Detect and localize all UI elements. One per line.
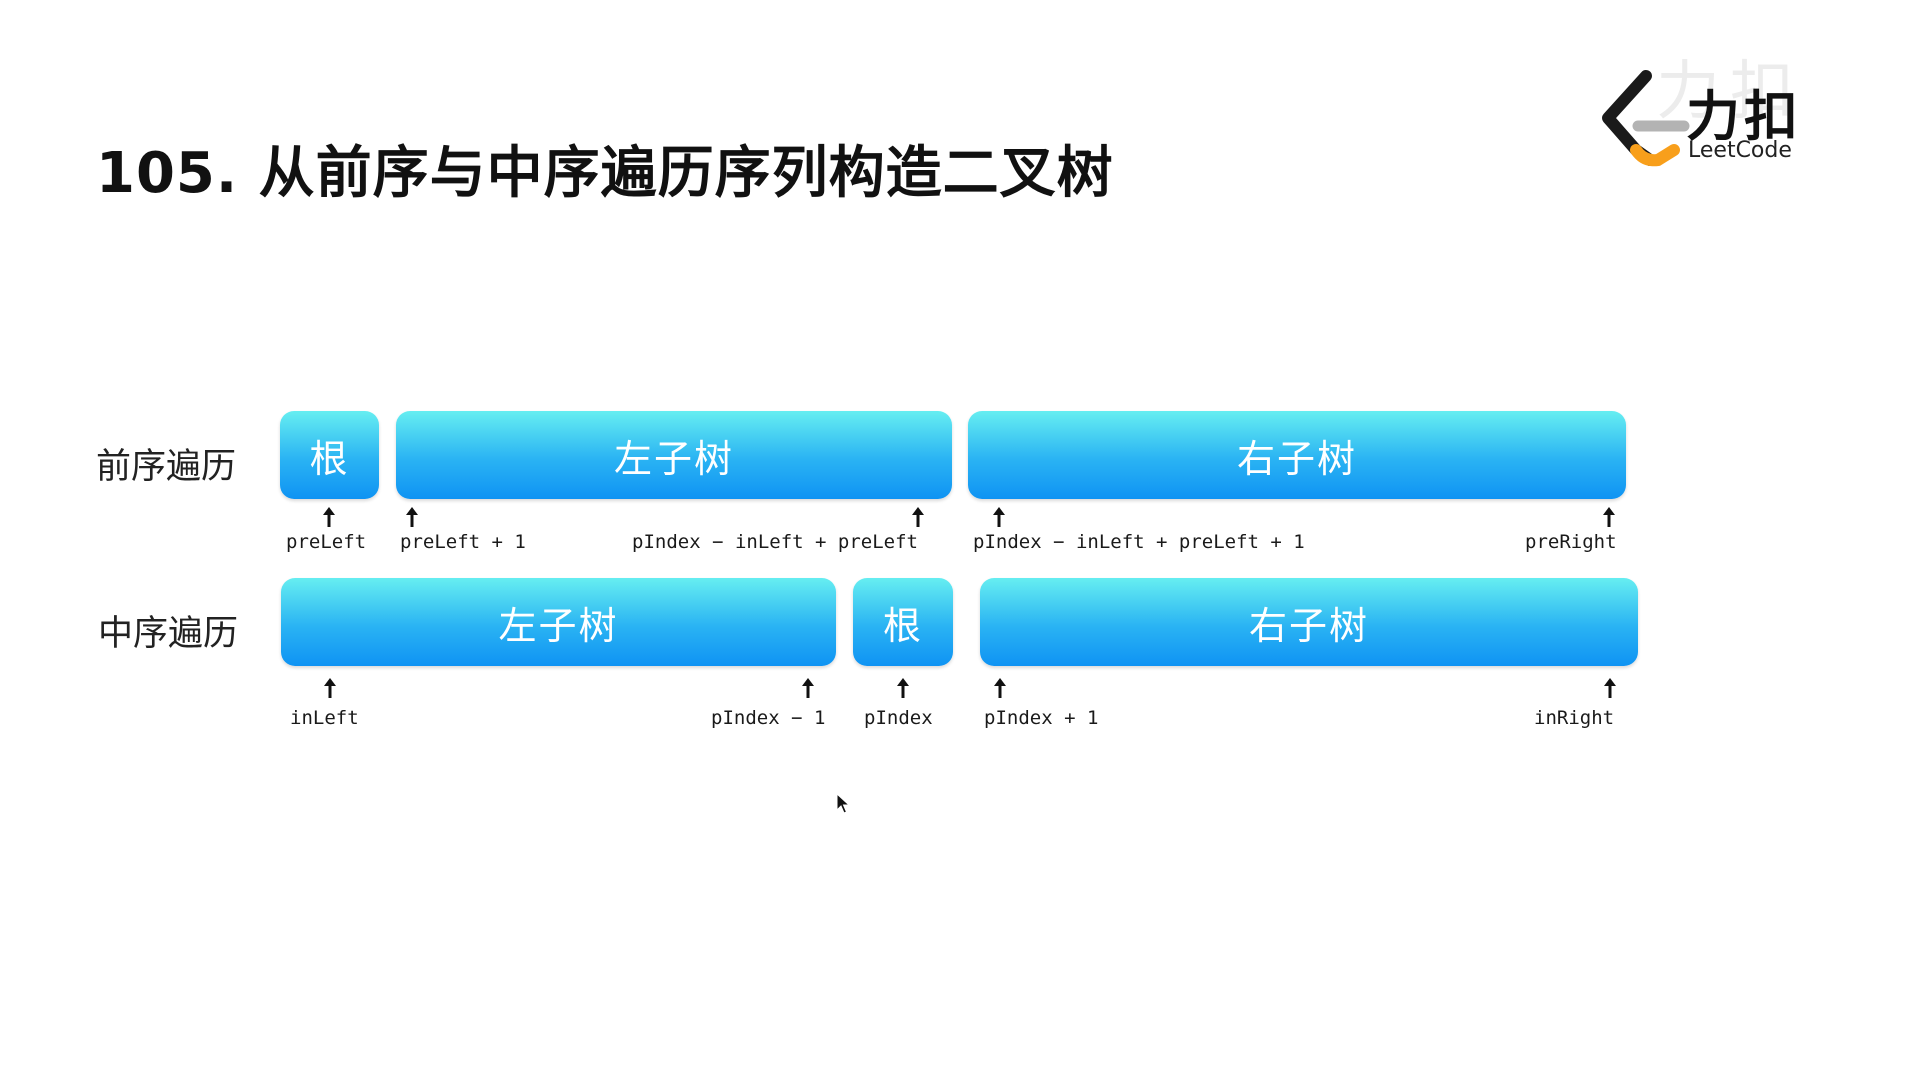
logo-text-en: LeetCode	[1688, 138, 1792, 163]
inorder-left-subtree-segment: 左子树	[281, 578, 836, 666]
arrow-up-icon	[802, 678, 814, 698]
pointer-label-preleft-plus-1: preLeft + 1	[400, 531, 526, 553]
preorder-root-segment: 根	[280, 411, 379, 499]
leetcode-logo-icon	[1602, 70, 1690, 167]
pointer-label-inleft: inLeft	[290, 707, 359, 729]
pointer-label-left-end: pIndex − inLeft + preLeft	[632, 531, 918, 553]
inorder-root-segment: 根	[853, 578, 953, 666]
inorder-right-subtree-segment: 右子树	[980, 578, 1638, 666]
pointer-label-preleft: preLeft	[286, 531, 367, 553]
pointer-label-pindex: pIndex	[864, 707, 933, 729]
pointer-label-pindex-minus-1: pIndex − 1	[711, 707, 826, 729]
arrow-up-icon	[993, 507, 1005, 527]
arrow-up-icon	[1603, 507, 1615, 527]
preorder-left-subtree-segment: 左子树	[396, 411, 952, 499]
pointer-label-preright: preRight	[1525, 531, 1617, 553]
page-title: 105. 从前序与中序遍历序列构造二叉树	[96, 141, 1114, 206]
watermark: 力扣	[1656, 55, 1804, 129]
logo-text-cn: 力扣	[1686, 85, 1802, 148]
preorder-label: 前序遍历	[96, 447, 237, 487]
arrow-up-icon	[1604, 678, 1616, 698]
arrow-up-icon	[994, 678, 1006, 698]
inorder-label: 中序遍历	[98, 614, 239, 654]
mouse-cursor-icon	[836, 793, 851, 814]
arrow-up-icon	[323, 507, 335, 527]
preorder-right-subtree-segment: 右子树	[968, 411, 1626, 499]
arrow-up-icon	[406, 507, 418, 527]
pointer-label-inright: inRight	[1534, 707, 1615, 729]
pointer-label-right-start: pIndex − inLeft + preLeft + 1	[973, 531, 1305, 553]
arrow-up-icon	[912, 507, 924, 527]
arrow-up-icon	[324, 678, 336, 698]
pointer-label-pindex-plus-1: pIndex + 1	[984, 707, 1099, 729]
arrow-up-icon	[897, 678, 909, 698]
